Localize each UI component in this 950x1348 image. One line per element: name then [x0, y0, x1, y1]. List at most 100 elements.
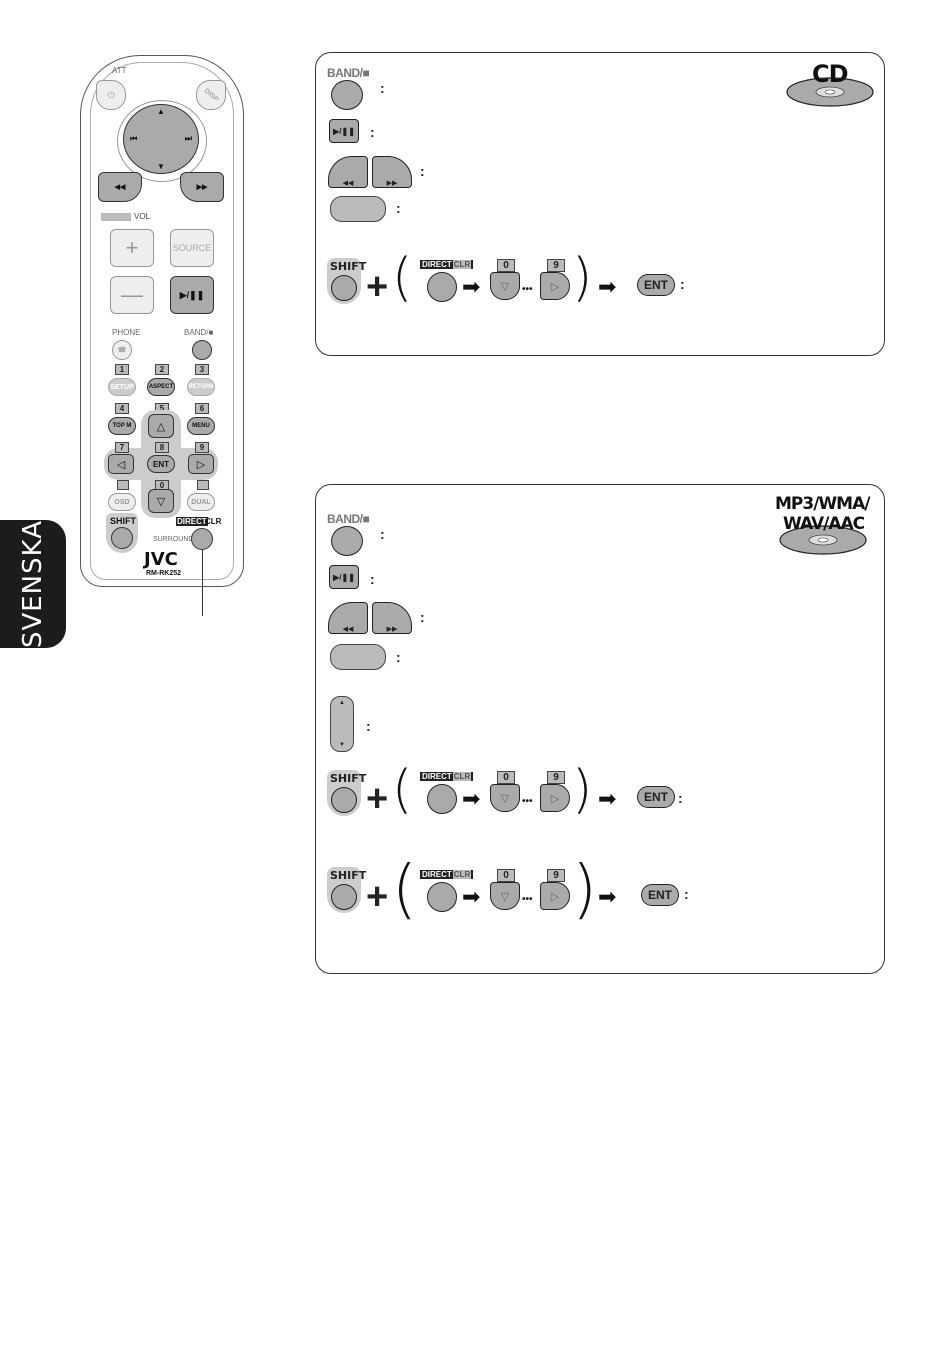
- down-triangle-icon: ▽: [500, 280, 510, 293]
- right-arrow-icon: ➡: [598, 274, 617, 299]
- att-label: ATT: [112, 66, 127, 75]
- up-triangle-icon: △: [156, 420, 166, 433]
- up-arrow-icon: ▲: [157, 107, 165, 116]
- mp3-direct-button-1[interactable]: [427, 784, 457, 814]
- panel-mp3: [315, 484, 885, 974]
- osd-label: OSD: [114, 498, 130, 506]
- cd-key-9-button[interactable]: ▷: [540, 272, 570, 300]
- vol-bar: [101, 213, 131, 221]
- cd-colon-5: :: [680, 276, 685, 292]
- up-button[interactable]: △: [148, 414, 174, 438]
- top-menu-button[interactable]: TOP M: [108, 417, 136, 435]
- cd-band-button[interactable]: [331, 80, 363, 110]
- num-6: 6: [195, 403, 209, 414]
- right-arrow-icon: ➡: [598, 786, 617, 811]
- close-paren: ): [572, 760, 593, 820]
- mp3-key-9-label-2: 9: [547, 869, 565, 882]
- mp3-direct-text-1: DIRECT: [422, 772, 452, 781]
- aspect-button[interactable]: ASPECT: [147, 378, 175, 396]
- play-pause-button[interactable]: ▶/❚❚: [170, 276, 214, 314]
- mp3-key-0-button-2[interactable]: ▽: [490, 882, 520, 910]
- mp3-key-0-label-1: 0: [497, 771, 515, 784]
- right-arrow-icon: ➡: [462, 884, 481, 909]
- dual-button[interactable]: DUAL: [187, 493, 215, 511]
- mp3-clr-text-1: CLR: [452, 772, 472, 781]
- mp3-key-9-button-1[interactable]: ▷: [540, 784, 570, 812]
- phone-icon: ☎: [117, 347, 127, 354]
- down-button[interactable]: ▽: [148, 489, 174, 513]
- setup-button[interactable]: SETUP: [108, 378, 136, 396]
- num-9: 9: [195, 442, 209, 453]
- indicator-left: [117, 480, 129, 490]
- plus-icon: +: [366, 778, 389, 820]
- fast-forward-icon: ▶▶: [196, 184, 208, 191]
- rewind-icon: ◀◀: [342, 626, 354, 633]
- remote-clr-label: CLR: [205, 517, 222, 526]
- phone-label: PHONE: [112, 328, 141, 337]
- mp3-ent-button-1[interactable]: ENT: [637, 786, 675, 808]
- cd-shift-circle: [331, 275, 357, 301]
- prev-track-icon: ⏮: [130, 134, 138, 143]
- vol-down-button[interactable]: —: [110, 276, 154, 314]
- cd-key-0-label: 0: [497, 259, 515, 272]
- mp3-logo-line2: WAV/AAC: [783, 514, 865, 534]
- mp3-shift-key-2[interactable]: SHIFT: [327, 867, 366, 913]
- remote-direct-button[interactable]: [191, 528, 213, 550]
- fast-forward-icon: ▶▶: [386, 180, 398, 187]
- source-button[interactable]: SOURCE: [170, 229, 214, 267]
- play-pause-icon: ▶/❚❚: [333, 572, 355, 582]
- cd-skip-pad[interactable]: [330, 196, 386, 222]
- down-triangle-icon: ▽: [500, 792, 510, 805]
- cd-play-pause-button[interactable]: ▶/❚❚: [329, 119, 359, 143]
- plus-icon: +: [125, 235, 139, 260]
- mp3-key-9-button-2[interactable]: ▷: [540, 882, 570, 910]
- mp3-ent-button-2[interactable]: ENT: [641, 884, 679, 906]
- mp3-folder-pad[interactable]: ▲▼: [330, 696, 354, 752]
- remote-ent-button[interactable]: ENT: [147, 455, 175, 473]
- menu-button[interactable]: MENU: [187, 417, 215, 435]
- disp-button[interactable]: DISP: [196, 80, 226, 110]
- language-tab-label: SVENSKA: [18, 519, 48, 649]
- ellipsis-icon: •••: [522, 894, 533, 905]
- disp-label: DISP: [202, 87, 220, 103]
- mp3-clr-text-2: CLR: [452, 870, 472, 879]
- right-button[interactable]: ▷: [188, 454, 214, 474]
- return-button[interactable]: RETURN: [187, 378, 215, 396]
- right-triangle-icon: ▷: [550, 890, 560, 903]
- cd-key-9-label: 9: [547, 259, 565, 272]
- cd-key-0-button[interactable]: ▽: [490, 272, 520, 300]
- surround-label: SURROUND: [153, 536, 194, 543]
- mp3-skip-pad[interactable]: [330, 644, 386, 670]
- down-arrow-icon: ▼: [157, 162, 165, 171]
- mp3-band-button[interactable]: [331, 526, 363, 556]
- left-button[interactable]: ◁: [108, 454, 134, 474]
- osd-button[interactable]: OSD: [108, 493, 136, 511]
- phone-button[interactable]: ☎: [112, 340, 132, 360]
- rewind-button[interactable]: ◀◀: [98, 172, 142, 202]
- mp3-direct-button-2[interactable]: [427, 882, 457, 912]
- disc-icon: [786, 77, 874, 107]
- mp3-colon-6: :: [678, 790, 683, 806]
- nav-pad[interactable]: ▲ ▼ ⏮ ⏭: [123, 104, 199, 174]
- cd-ent-button[interactable]: ENT: [637, 274, 675, 296]
- cd-shift-key[interactable]: SHIFT: [327, 258, 366, 304]
- fast-forward-button[interactable]: ▶▶: [180, 172, 224, 202]
- panel-cd: [315, 52, 885, 356]
- mp3-play-pause-button[interactable]: ▶/❚❚: [329, 565, 359, 589]
- power-button[interactable]: ⏻: [96, 80, 126, 110]
- num-1: 1: [115, 364, 129, 375]
- band-stop-button[interactable]: [192, 340, 212, 360]
- cd-direct-button[interactable]: [427, 272, 457, 302]
- nav-ring: [117, 100, 207, 182]
- return-label: RETURN: [188, 384, 214, 390]
- cd-colon-4: :: [396, 200, 401, 216]
- remote-ent-label: ENT: [153, 459, 169, 469]
- mp3-key-0-button-1[interactable]: ▽: [490, 784, 520, 812]
- cd-colon-3: :: [420, 163, 425, 179]
- vol-up-button[interactable]: +: [110, 229, 154, 267]
- remote-shift-button[interactable]: [111, 527, 133, 549]
- rewind-icon: ◀◀: [342, 180, 354, 187]
- mp3-shift-key-1[interactable]: SHIFT: [327, 770, 366, 816]
